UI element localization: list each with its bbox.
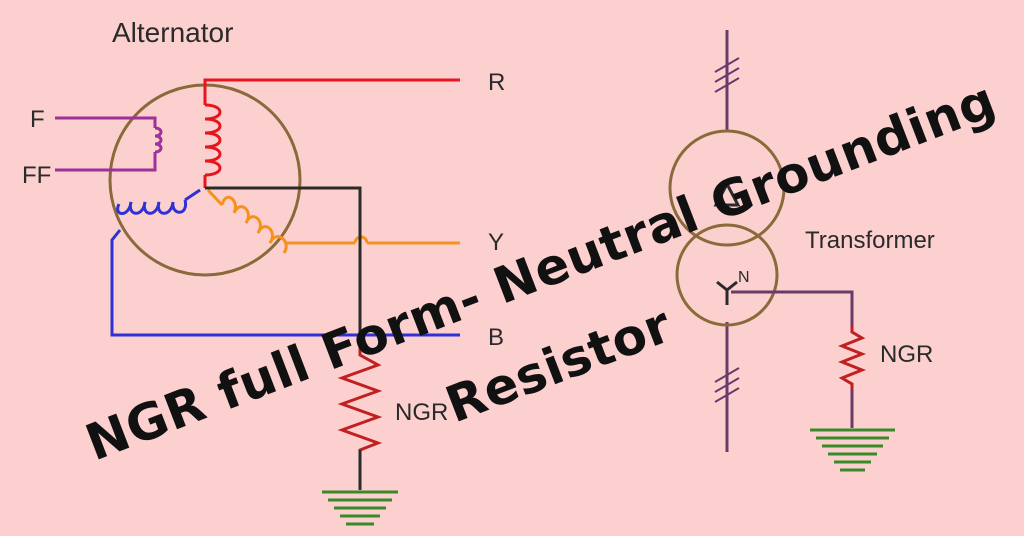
- alternator-ngr-resistor: [337, 345, 383, 462]
- alternator-label: Alternator: [112, 17, 233, 48]
- phase-y-winding: [206, 188, 460, 254]
- terminal-ff-label: FF: [22, 162, 51, 189]
- terminal-y-label: Y: [488, 229, 504, 256]
- terminal-f-label: F: [30, 106, 45, 133]
- field-winding: [55, 116, 163, 172]
- transformer-primary-winding: [668, 129, 786, 247]
- transformer-three-phase-marks-top: [714, 57, 740, 93]
- neutral-n-label: N: [738, 269, 750, 286]
- transformer-ngr-resistor: [837, 325, 867, 390]
- alternator-ground-symbol: [322, 490, 398, 526]
- phase-r-winding: [203, 78, 460, 188]
- terminal-b-label: B: [488, 324, 504, 351]
- transformer-three-phase-marks-bottom: [714, 367, 740, 403]
- transformer-neutral-line: [731, 290, 854, 325]
- terminal-r-label: R: [488, 69, 505, 96]
- delta-icon: [713, 180, 741, 207]
- transformer-secondary-winding: [675, 223, 779, 327]
- transformer-ngr-label: NGR: [880, 341, 933, 368]
- phase-b-winding: [110, 188, 460, 337]
- transformer-ground-symbol: [810, 428, 895, 472]
- star-icon: [716, 280, 738, 305]
- transformer-label: Transformer: [805, 227, 935, 254]
- alternator-ngr-label: NGR: [395, 399, 448, 426]
- alternator-neutral-line: [205, 186, 362, 345]
